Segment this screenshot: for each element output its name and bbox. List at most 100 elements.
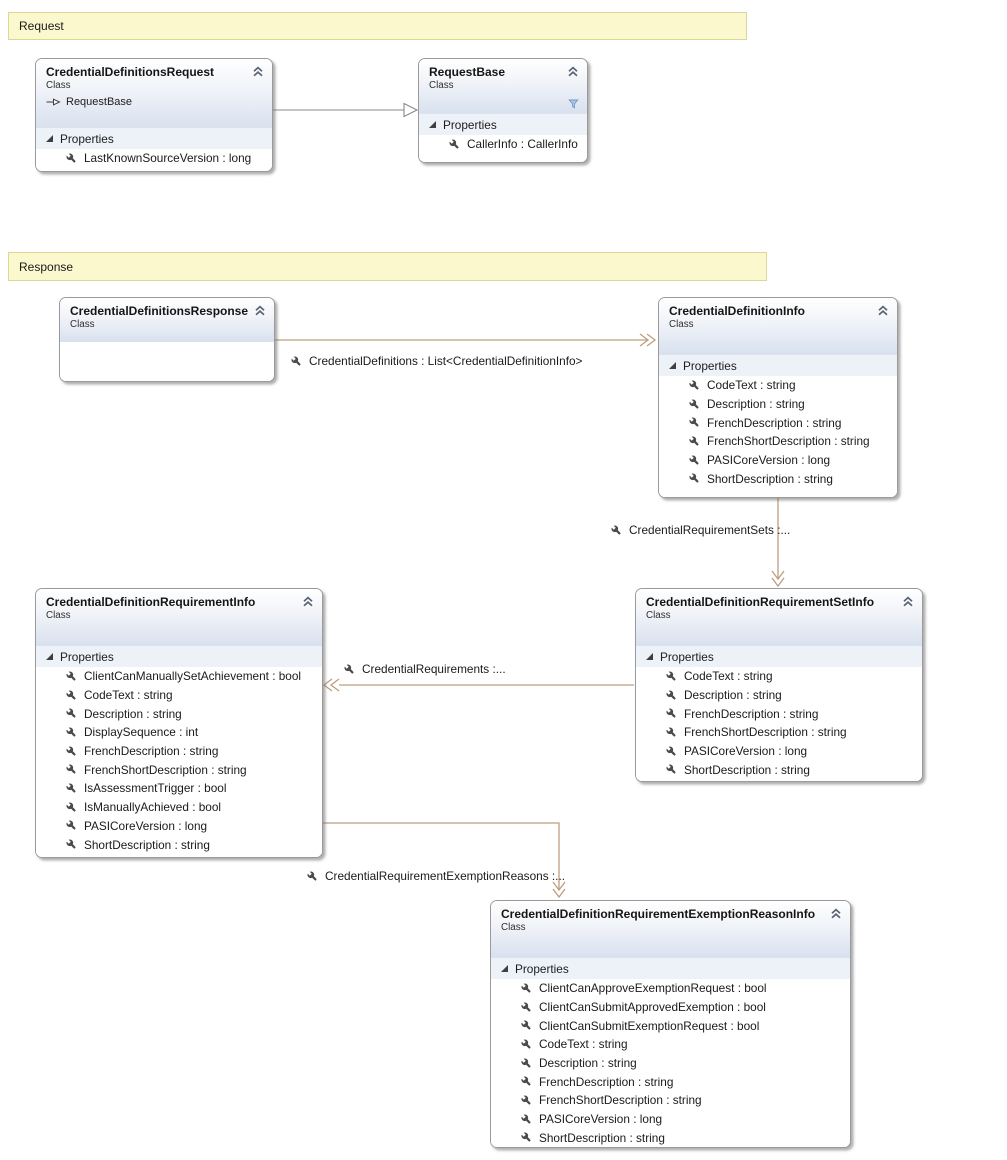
properties-list: CallerInfo : CallerInfo	[419, 135, 587, 162]
association-credential-requirement-sets[interactable]	[771, 498, 785, 588]
wrench-icon	[520, 1113, 533, 1126]
class-box-credential-definition-requirement-exemption-reason-info[interactable]: CredentialDefinitionRequirementExemption…	[490, 900, 851, 1148]
property-row[interactable]: IsAssessmentTrigger : bool	[36, 779, 322, 798]
wrench-icon	[520, 1001, 533, 1014]
property-row[interactable]: CodeText : string	[636, 667, 922, 686]
property-row[interactable]: FrenchDescription : string	[636, 704, 922, 724]
collapse-chevron-icon[interactable]	[902, 596, 914, 607]
association-label-credential-requirement-sets[interactable]: CredentialRequirementSets :...	[610, 523, 790, 537]
comment-request[interactable]: Request	[8, 12, 747, 40]
property-row[interactable]: ClientCanSubmitExemptionRequest : bool	[491, 1016, 850, 1036]
property-row[interactable]: PASICoreVersion : long	[36, 816, 322, 836]
properties-label: Properties	[60, 131, 114, 146]
association-label-credential-requirement-exemption-reasons[interactable]: CredentialRequirementExemptionReasons :.…	[306, 869, 565, 883]
wrench-icon	[520, 1075, 533, 1088]
property-text: CodeText : string	[84, 688, 173, 703]
property-row[interactable]: DisplaySequence : int	[36, 723, 322, 742]
properties-label: Properties	[683, 358, 737, 373]
wrench-icon	[688, 398, 701, 411]
wrench-icon	[520, 1094, 533, 1107]
property-row[interactable]: Description : string	[636, 685, 922, 705]
collapse-chevron-icon[interactable]	[877, 305, 889, 316]
property-text: Description : string	[684, 688, 782, 703]
class-title: CredentialDefinitionRequirementExemption…	[501, 907, 816, 921]
filter-icon[interactable]	[568, 99, 579, 109]
property-row[interactable]: ClientCanApproveExemptionRequest : bool	[491, 979, 850, 998]
properties-section-header[interactable]: Properties	[36, 127, 272, 149]
properties-list: ClientCanManuallySetAchievement : bool C…	[36, 667, 322, 857]
properties-section-header[interactable]: Properties	[491, 957, 850, 979]
expander-icon[interactable]	[46, 135, 53, 142]
class-box-credential-definitions-request[interactable]: CredentialDefinitionsRequest Class Reque…	[35, 58, 273, 172]
property-row[interactable]: Description : string	[36, 704, 322, 724]
collapse-chevron-icon[interactable]	[830, 908, 842, 919]
comment-response-text: Response	[19, 259, 74, 274]
property-row[interactable]: PASICoreVersion : long	[636, 741, 922, 761]
property-row[interactable]: FrenchShortDescription : string	[36, 760, 322, 780]
association-credential-definitions[interactable]	[275, 333, 657, 347]
property-row[interactable]: ShortDescription : string	[491, 1128, 850, 1147]
property-row[interactable]: FrenchShortDescription : string	[636, 723, 922, 742]
collapse-chevron-icon[interactable]	[567, 66, 579, 77]
property-row[interactable]: ShortDescription : string	[659, 469, 897, 489]
class-title: CredentialDefinitionRequirementInfo	[46, 595, 256, 609]
property-row[interactable]: FrenchDescription : string	[659, 413, 897, 433]
class-header: CredentialDefinitionInfo Class	[659, 298, 897, 354]
association-credential-requirement-exemption-reasons[interactable]	[323, 822, 566, 899]
class-box-request-base[interactable]: RequestBase Class Properties CallerInfo …	[418, 58, 588, 163]
property-row[interactable]: IsManuallyAchieved : bool	[36, 797, 322, 817]
property-row[interactable]: CodeText : string	[659, 376, 897, 395]
comment-response[interactable]: Response	[8, 252, 767, 281]
collapse-chevron-icon[interactable]	[254, 305, 266, 316]
properties-section-header[interactable]: Properties	[659, 354, 897, 376]
collapse-chevron-icon[interactable]	[302, 596, 314, 607]
wrench-icon	[65, 763, 78, 776]
property-row[interactable]: PASICoreVersion : long	[659, 450, 897, 470]
properties-section-header[interactable]: Properties	[419, 113, 587, 135]
property-row[interactable]: FrenchDescription : string	[491, 1072, 850, 1092]
expander-icon[interactable]	[646, 653, 653, 660]
property-text: FrenchShortDescription : string	[539, 1093, 702, 1108]
association-label-text: CredentialDefinitions : List<CredentialD…	[309, 354, 583, 368]
association-credential-requirements[interactable]	[322, 678, 634, 692]
property-text: ShortDescription : string	[707, 471, 833, 486]
property-row[interactable]: ShortDescription : string	[636, 760, 922, 780]
wrench-icon	[290, 355, 303, 368]
property-row[interactable]: CallerInfo : CallerInfo	[419, 135, 587, 154]
class-box-credential-definitions-response[interactable]: CredentialDefinitionsResponse Class	[59, 297, 275, 382]
class-header: CredentialDefinitionRequirementSetInfo C…	[636, 589, 922, 645]
property-row[interactable]: Description : string	[491, 1053, 850, 1073]
expander-icon[interactable]	[429, 121, 436, 128]
wrench-icon	[306, 870, 319, 883]
expander-icon[interactable]	[46, 653, 53, 660]
property-row[interactable]: FrenchShortDescription : string	[659, 432, 897, 451]
property-row[interactable]: CodeText : string	[491, 1035, 850, 1054]
collapse-chevron-icon[interactable]	[252, 66, 264, 77]
property-row[interactable]: ShortDescription : string	[36, 835, 322, 854]
property-row[interactable]: Description : string	[659, 394, 897, 414]
expander-icon[interactable]	[669, 362, 676, 369]
property-row[interactable]: LastKnownSourceVersion : long	[36, 149, 272, 168]
wrench-icon	[343, 663, 356, 676]
class-stereotype: Class	[46, 80, 71, 91]
class-box-credential-definition-requirement-info[interactable]: CredentialDefinitionRequirementInfo Clas…	[35, 588, 323, 858]
property-row[interactable]: ClientCanManuallySetAchievement : bool	[36, 667, 322, 686]
association-label-credential-definitions[interactable]: CredentialDefinitions : List<CredentialD…	[290, 354, 582, 368]
property-text: CallerInfo : CallerInfo	[467, 137, 578, 152]
property-row[interactable]: FrenchShortDescription : string	[491, 1091, 850, 1110]
class-stereotype: Class	[46, 610, 71, 621]
property-row[interactable]: PASICoreVersion : long	[491, 1109, 850, 1129]
properties-section-header[interactable]: Properties	[36, 645, 322, 667]
properties-section-header[interactable]: Properties	[636, 645, 922, 667]
inheritance-connector-requestbase[interactable]	[273, 102, 419, 118]
property-row[interactable]: CodeText : string	[36, 685, 322, 705]
class-box-credential-definition-requirement-set-info[interactable]: CredentialDefinitionRequirementSetInfo C…	[635, 588, 923, 782]
class-box-credential-definition-info[interactable]: CredentialDefinitionInfo Class Propertie…	[658, 297, 898, 498]
property-row[interactable]: FrenchDescription : string	[36, 741, 322, 761]
properties-label: Properties	[443, 117, 497, 132]
property-row[interactable]: ClientCanSubmitApprovedExemption : bool	[491, 997, 850, 1017]
association-label-credential-requirements[interactable]: CredentialRequirements :...	[343, 662, 506, 676]
expander-icon[interactable]	[501, 965, 508, 972]
property-text: ClientCanApproveExemptionRequest : bool	[539, 981, 767, 996]
